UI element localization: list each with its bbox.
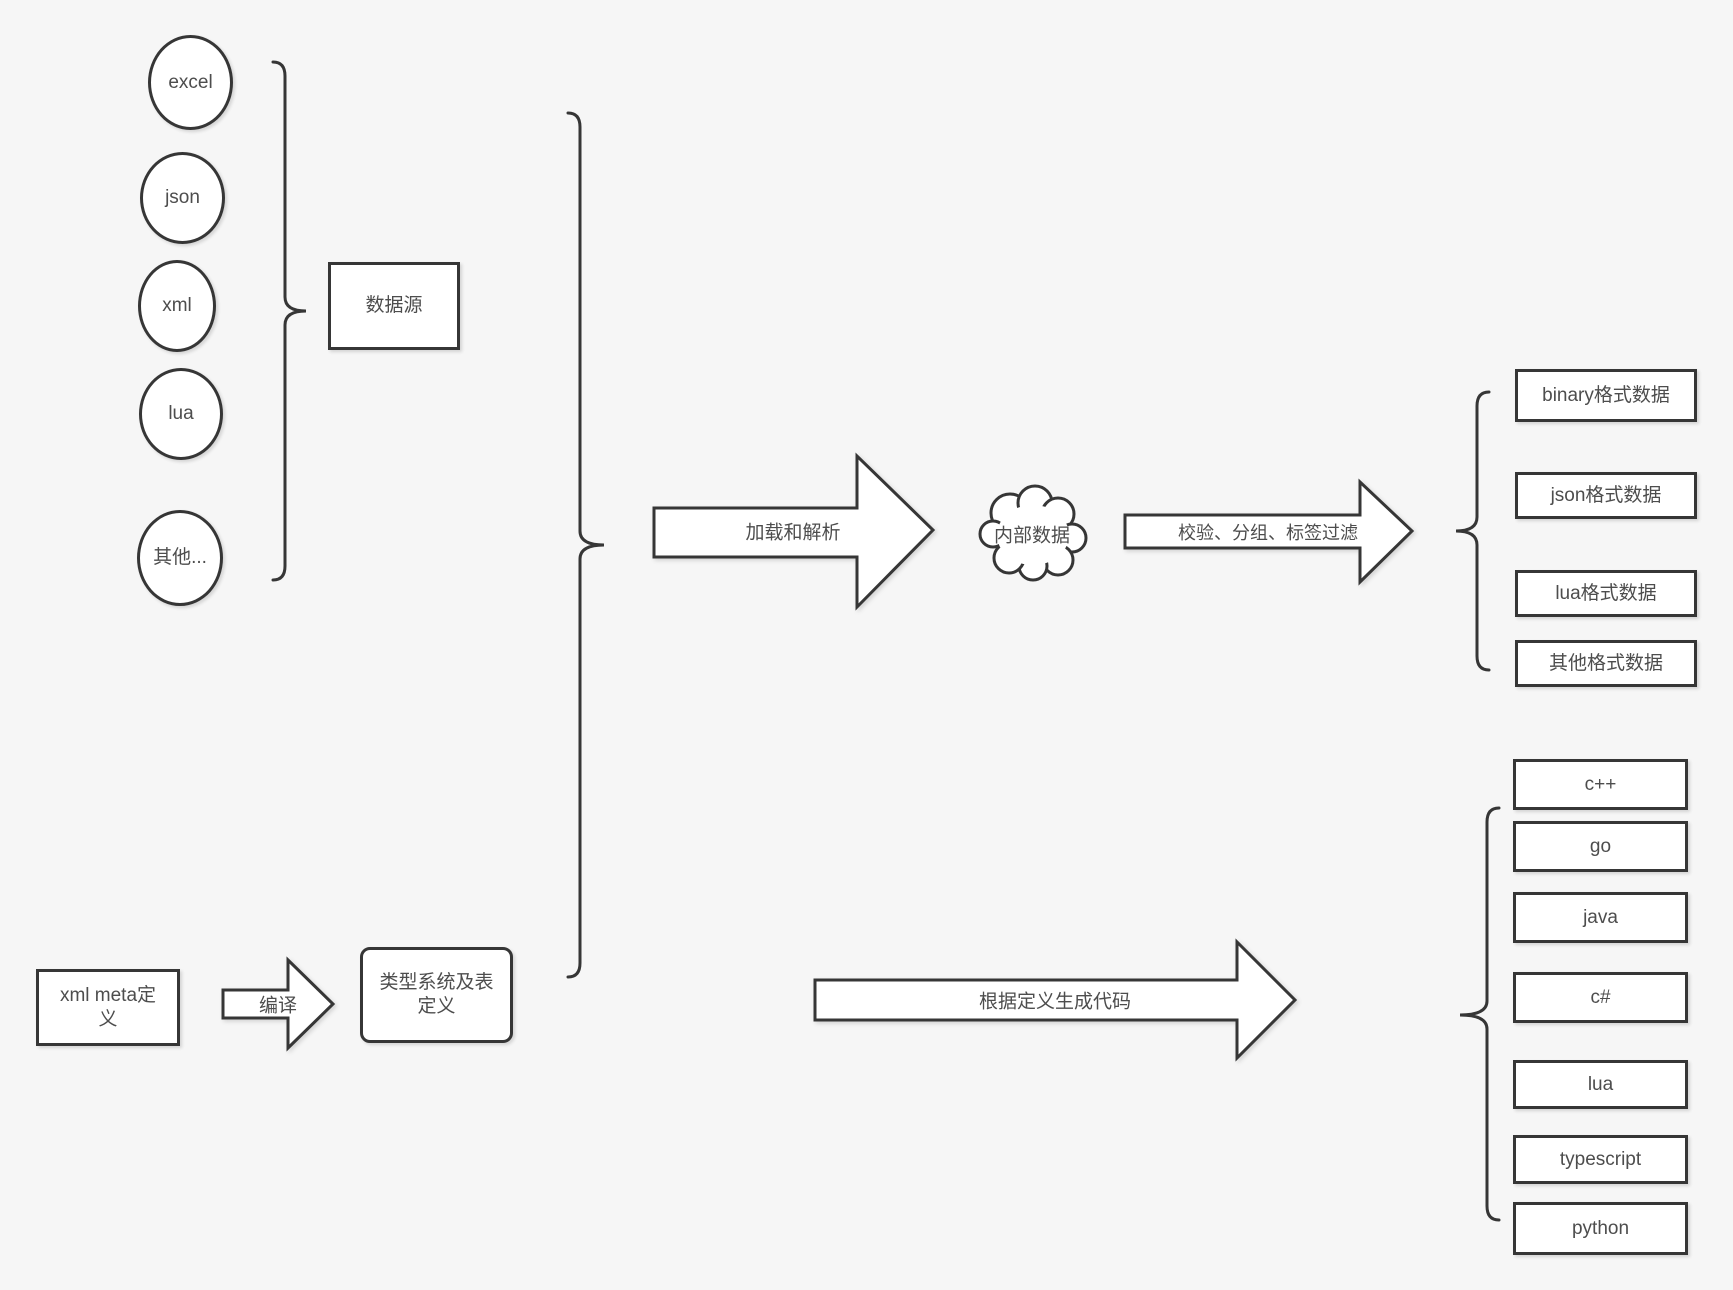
language-box-csharp: c#: [1513, 972, 1688, 1023]
language-box-typescript-label: typescript: [1559, 1148, 1642, 1170]
format-box-other: 其他格式数据: [1515, 640, 1697, 687]
load-parse-arrow-label: 加载和解析: [745, 522, 841, 544]
language-box-java-label: java: [1583, 906, 1618, 928]
generate-code-arrow: [813, 938, 1298, 1062]
type-system-box-label: 类型系统及表定义: [379, 972, 494, 1017]
language-box-go-label: go: [1589, 835, 1612, 857]
formats-brace: [1455, 390, 1491, 672]
filter-arrow-label: 校验、分组、标签过滤: [1178, 523, 1358, 543]
language-box-go: go: [1513, 821, 1688, 872]
data-source-box: 数据源: [328, 262, 460, 350]
internal-data-cloud: [978, 484, 1088, 582]
filter-arrow: [1123, 478, 1415, 586]
source-node-xml: xml: [138, 260, 216, 352]
format-box-binary-label: binary格式数据: [1542, 384, 1670, 406]
language-box-csharp-label: c#: [1590, 986, 1611, 1008]
type-system-box: 类型系统及表定义: [360, 947, 513, 1043]
languages-brace: [1459, 806, 1501, 1222]
source-node-json-label: json: [165, 187, 200, 209]
pipeline-brace: [566, 111, 605, 979]
language-box-java: java: [1513, 892, 1688, 943]
source-node-excel-label: excel: [168, 71, 213, 93]
sources-brace: [271, 60, 307, 582]
format-box-json-label: json格式数据: [1550, 484, 1662, 506]
compile-arrow-label: 编译: [258, 995, 298, 1017]
language-box-lua: lua: [1513, 1060, 1688, 1109]
language-box-cpp-label: c++: [1584, 773, 1617, 795]
language-box-typescript: typescript: [1513, 1135, 1688, 1184]
format-box-binary: binary格式数据: [1515, 369, 1697, 422]
load-parse-arrow: [652, 452, 936, 611]
data-source-box-label: 数据源: [365, 295, 423, 317]
format-box-lua-label: lua格式数据: [1555, 582, 1657, 604]
format-box-other-label: 其他格式数据: [1548, 652, 1663, 674]
format-box-lua: lua格式数据: [1515, 570, 1697, 617]
internal-data-cloud-label: 内部数据: [993, 525, 1071, 547]
source-node-excel: excel: [148, 35, 233, 130]
language-box-python: python: [1513, 1202, 1688, 1255]
source-node-lua: lua: [139, 368, 223, 460]
language-box-lua-label: lua: [1587, 1073, 1614, 1095]
language-box-cpp: c++: [1513, 759, 1688, 810]
source-node-xml-label: xml: [162, 295, 192, 317]
xml-meta-box-label: xml meta定义: [59, 984, 157, 1030]
xml-meta-box: xml meta定义: [36, 969, 180, 1046]
source-node-other-label: 其他...: [153, 547, 207, 569]
generate-code-arrow-label: 根据定义生成代码: [978, 991, 1132, 1013]
format-box-json: json格式数据: [1515, 472, 1697, 519]
source-node-other: 其他...: [137, 510, 223, 606]
source-node-json: json: [140, 152, 225, 244]
language-box-python-label: python: [1571, 1217, 1630, 1239]
compile-arrow: [221, 956, 336, 1052]
source-node-lua-label: lua: [168, 403, 194, 425]
